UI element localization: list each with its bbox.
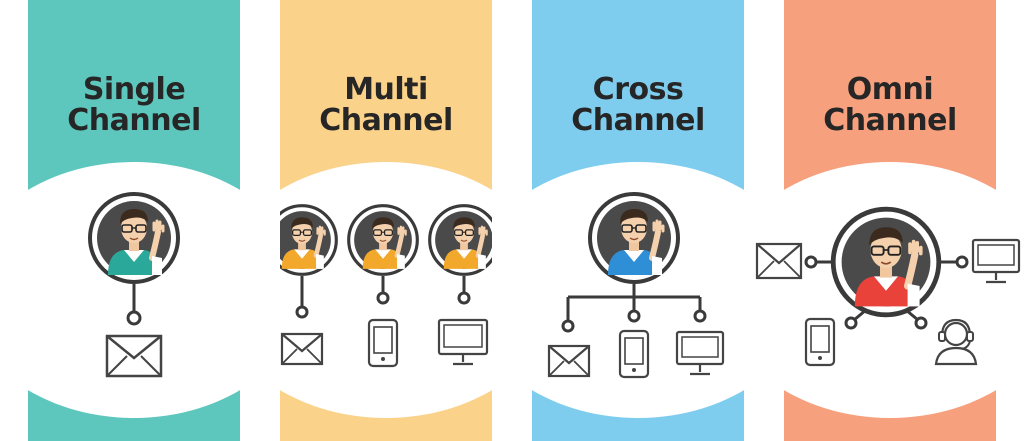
smartphone-icon (618, 329, 650, 379)
headset-icon (934, 318, 978, 366)
title-line-1: Cross (592, 72, 684, 107)
monitor-icon (675, 330, 725, 376)
multi-channel-diagram (280, 162, 492, 418)
connectors (295, 276, 471, 319)
person-avatar-2 (347, 204, 419, 276)
title-line-2: Channel (823, 103, 957, 138)
person-avatar-3 (428, 204, 492, 276)
multi-channel-panel: Multi Channel (280, 0, 492, 441)
cross-channel-panel: Cross Channel (532, 0, 744, 441)
person-avatar (88, 192, 180, 284)
smartphone-icon (804, 317, 836, 367)
envelope-icon (105, 334, 163, 378)
monitor-icon (971, 238, 1021, 284)
title-line-1: Single (82, 72, 186, 107)
single-channel-panel: Single Channel (28, 0, 240, 441)
person-avatar (588, 192, 680, 284)
person-avatar (830, 206, 942, 318)
title-line-2: Channel (319, 103, 453, 138)
title-line-2: Channel (67, 103, 201, 138)
connector-node (126, 310, 142, 326)
panel-title: Cross Channel (532, 74, 744, 136)
monitor-icon (437, 318, 489, 366)
panel-title: Omni Channel (784, 74, 996, 136)
envelope-icon (755, 242, 803, 280)
envelope-icon (547, 344, 591, 378)
person-avatar-1 (280, 204, 338, 276)
connector-nodes (561, 309, 707, 333)
cross-channel-diagram (532, 162, 744, 418)
single-channel-diagram (28, 162, 240, 418)
title-line-1: Omni (846, 72, 934, 107)
connector-nodes (804, 255, 969, 330)
radial-connectors (815, 260, 958, 322)
title-line-1: Multi (344, 72, 428, 107)
envelope-icon (280, 332, 324, 366)
title-line-2: Channel (571, 103, 705, 138)
panel-title: Single Channel (28, 74, 240, 136)
panel-title: Multi Channel (280, 74, 492, 136)
smartphone-icon (367, 318, 399, 368)
